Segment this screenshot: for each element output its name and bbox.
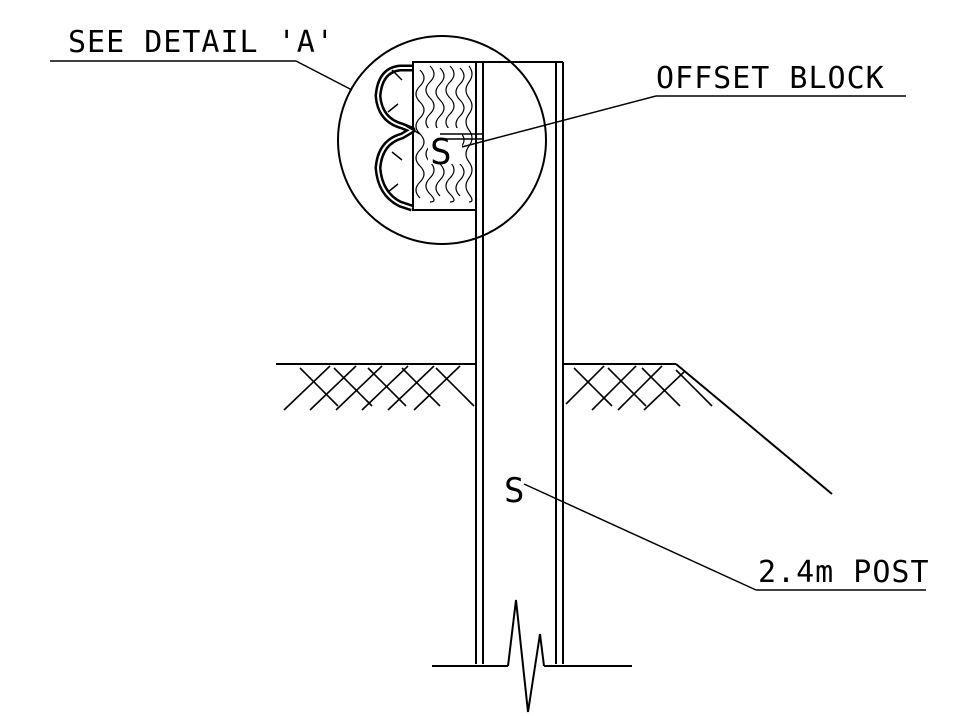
post-label: 2.4m POST [758,555,930,590]
w-beam-rail [374,64,421,212]
detail-a-circle [337,35,547,245]
see-detail-label: SEE DETAIL 'A' [68,25,335,60]
post-callout: 2.4m POST [523,483,930,591]
soil-hatch-left [283,365,475,411]
post-leader [523,483,757,591]
steel-post: S [475,61,564,664]
see-detail-callout: SEE DETAIL 'A' [50,25,353,91]
block-mark: S [430,132,453,173]
see-detail-leader [295,60,353,91]
ground [276,363,833,495]
post-mark: S [504,471,525,511]
offset-block: S [412,61,484,211]
offset-block-label: OFFSET BLOCK [656,61,885,96]
soil-hatch-right [565,365,713,411]
offset-block-callout: OFFSET BLOCK [457,61,906,149]
break-line [432,599,632,713]
